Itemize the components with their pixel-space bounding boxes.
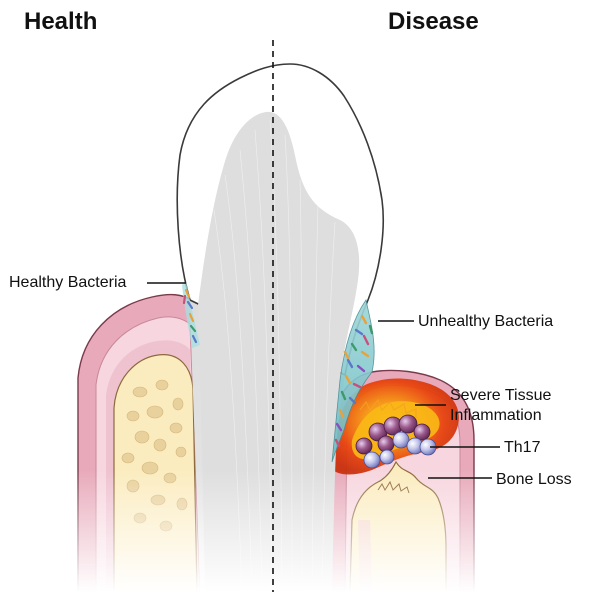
th17-cell xyxy=(414,424,430,440)
th17-cell xyxy=(380,450,394,464)
th17-cell xyxy=(364,452,380,468)
th17-cell xyxy=(356,438,372,454)
health-heading: Health xyxy=(24,6,97,38)
bone-loss-label: Bone Loss xyxy=(496,470,572,490)
th17-cell xyxy=(393,432,409,448)
unhealthy-bacteria-label: Unhealthy Bacteria xyxy=(418,312,553,332)
th17-cell xyxy=(378,436,394,452)
th17-label: Th17 xyxy=(504,438,540,458)
severe-tissue-inflammation-label-line1: Severe Tissue xyxy=(450,386,551,406)
severe-tissue-inflammation-label-line2: Inflammation xyxy=(450,406,542,426)
disease-heading: Disease xyxy=(388,6,479,38)
healthy-bacteria-label: Healthy Bacteria xyxy=(9,273,126,293)
